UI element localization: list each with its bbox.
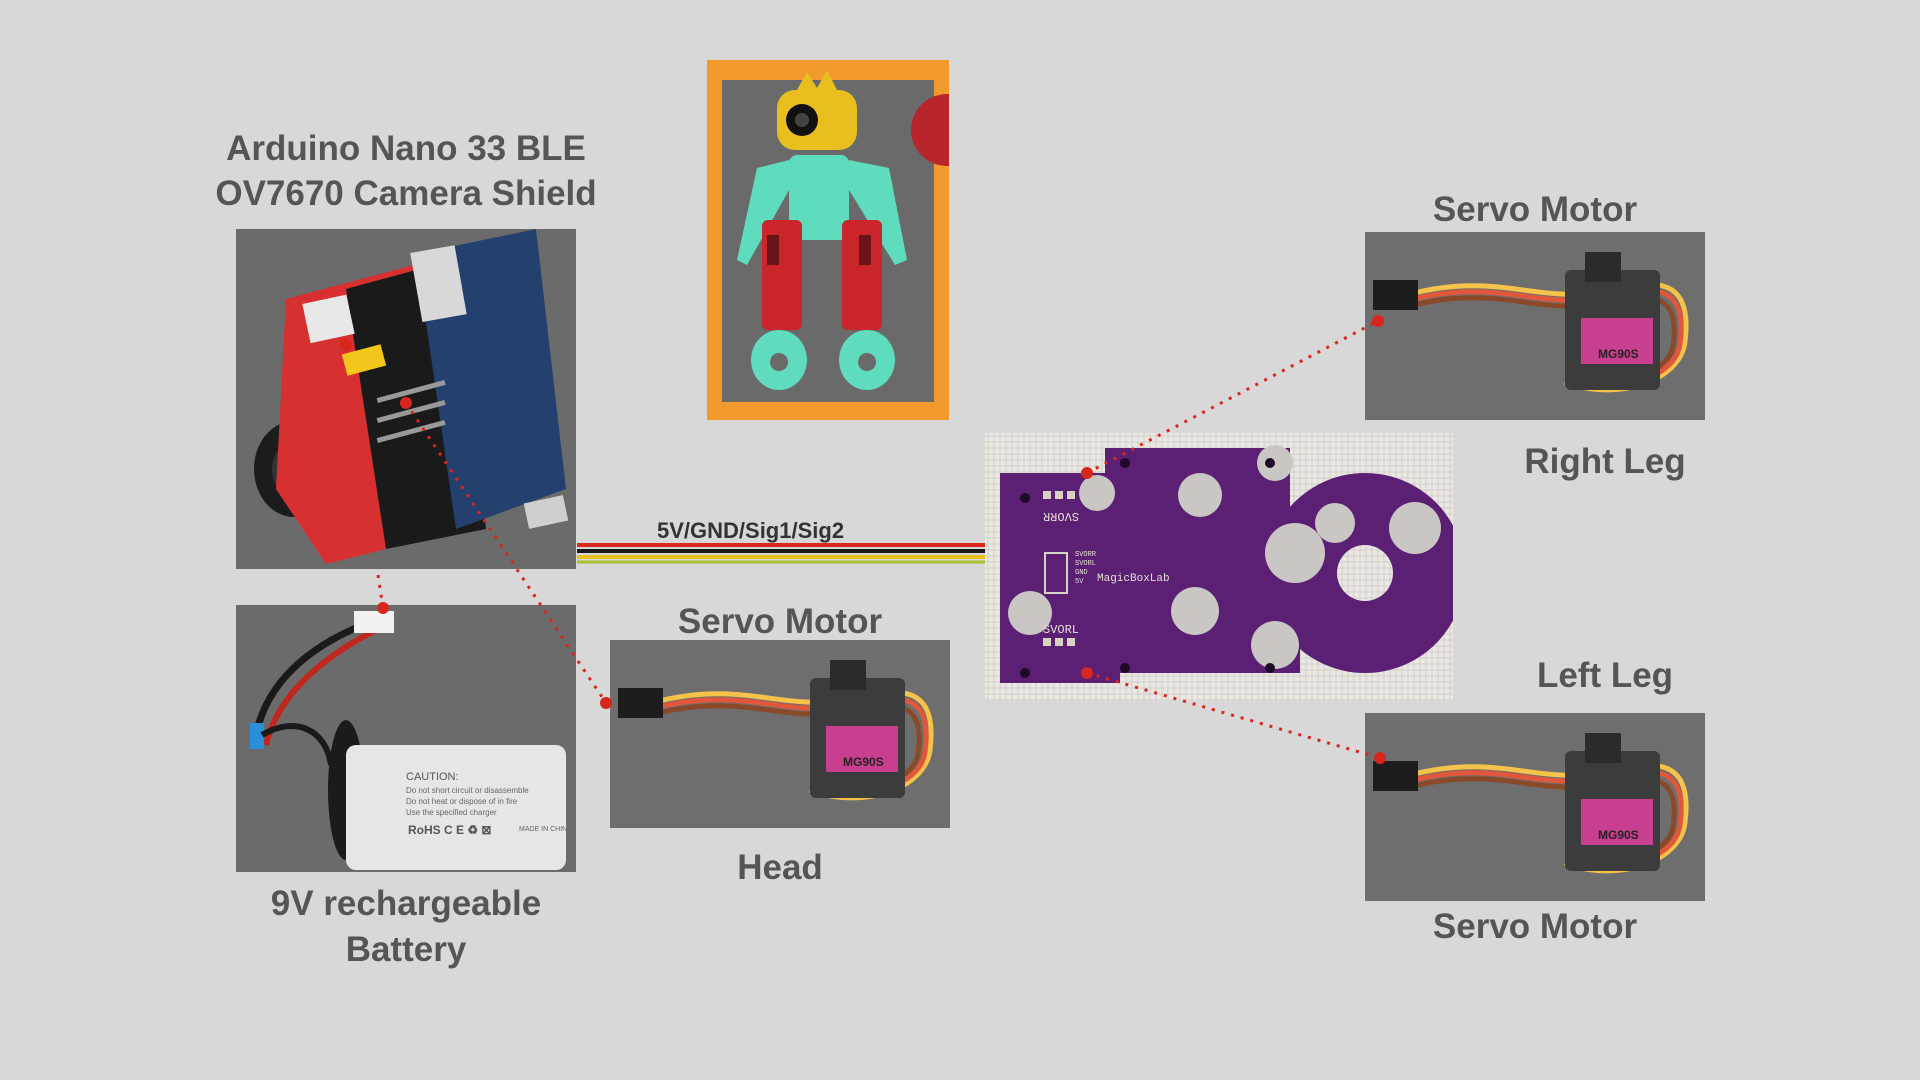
servo-image xyxy=(610,640,950,828)
battery-made-in: MADE IN CHINA xyxy=(519,826,572,833)
head-caption: Head xyxy=(737,848,823,887)
servo-model-label: MG90S xyxy=(1598,347,1639,361)
left-leg-servo-photo: MG90S xyxy=(1365,713,1705,901)
arduino-camera-photo xyxy=(236,229,576,569)
right-servo-title: Servo Motor xyxy=(1432,190,1638,229)
servo-image xyxy=(1365,713,1705,901)
battery-caption-line2: Battery xyxy=(345,930,467,969)
robot-photo xyxy=(707,60,949,420)
left-leg-caption: Left Leg xyxy=(1536,656,1674,695)
arduino-title-line1: Arduino Nano 33 BLE xyxy=(226,129,586,168)
connector-line-battery xyxy=(376,574,385,609)
arduino-board-image xyxy=(236,229,576,569)
pcb-pin-label-3: GND xyxy=(1075,569,1088,577)
battery-caution-line-2: Do not heat or dispose of in fire xyxy=(406,797,518,806)
pcb-connector-right-label: SVORR xyxy=(1043,509,1080,523)
head-servo-title: Servo Motor xyxy=(677,602,883,641)
pcb-photo: SVORR SVORL MagicBoxLab SVORR SVORL GND … xyxy=(985,433,1453,701)
battery-caution-title: CAUTION: xyxy=(406,771,459,783)
robot-figure-image xyxy=(722,70,949,402)
pcb-pin-label-4: 5V xyxy=(1075,578,1084,586)
pcb-connector-left-label: SVORL xyxy=(1043,623,1080,637)
bus-cable xyxy=(577,543,985,564)
pcb-pin-label-2: SVORL xyxy=(1075,560,1097,568)
battery-caution-line-3: Use the specified charger xyxy=(406,808,497,817)
head-servo-photo: MG90S xyxy=(610,640,950,828)
right-leg-servo-photo: MG90S xyxy=(1365,232,1705,420)
pcb-board-image xyxy=(985,433,1453,701)
left-servo-title: Servo Motor xyxy=(1432,907,1638,946)
pcb-pin-label-1: SVORR xyxy=(1075,551,1097,559)
battery-caution-line-1: Do not short circuit or disassemble xyxy=(406,786,529,795)
battery-caption-line1: 9V rechargeable xyxy=(270,884,542,923)
pcb-brand-label: MagicBoxLab xyxy=(1097,573,1170,585)
servo-model-label: MG90S xyxy=(1598,828,1639,842)
arduino-title-line2: OV7670 Camera Shield xyxy=(215,174,597,213)
servo-model-label: MG90S xyxy=(843,755,884,769)
battery-photo: CAUTION: Do not short circuit or disasse… xyxy=(236,605,576,872)
battery-marks: RoHS C E ♻ ⊠ xyxy=(408,823,492,837)
bus-label: 5V/GND/Sig1/Sig2 xyxy=(657,518,845,543)
right-leg-caption: Right Leg xyxy=(1524,442,1686,481)
servo-image xyxy=(1365,232,1705,420)
